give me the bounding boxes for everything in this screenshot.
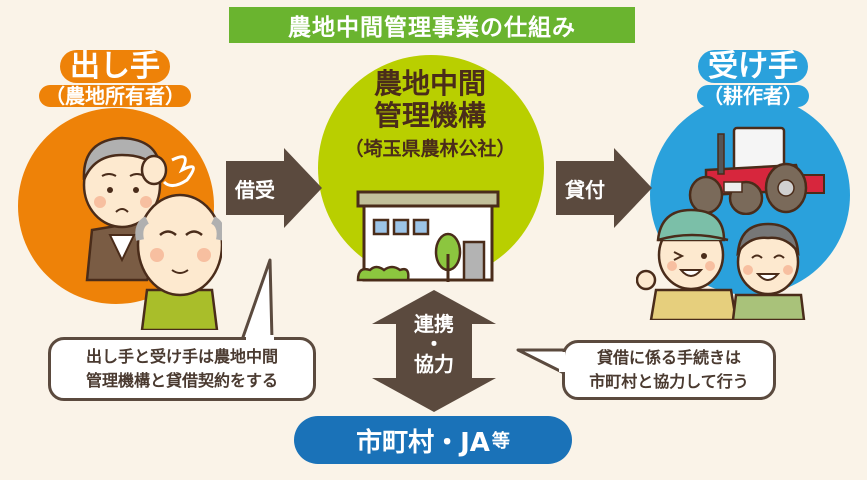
taker-title: 受け手: [698, 50, 808, 83]
lend-arrow: 借受: [226, 148, 322, 228]
left-bubble-tail: [240, 258, 280, 342]
right-bubble-tail: [516, 346, 568, 380]
elderly-farmers-icon: [52, 120, 222, 330]
organization-title-line1: 農地中間: [373, 67, 486, 100]
arrow-up-icon: [372, 290, 496, 324]
cooperation-dot: ・: [424, 332, 444, 356]
giver-title: 出し手: [60, 50, 170, 83]
organization-title-line2: 管理機構: [373, 99, 486, 132]
arrow-right-icon: [614, 148, 652, 228]
diagram-title: 農地中間管理事業の仕組み: [229, 7, 635, 43]
cooperation-arrow: 連携 ・ 協力: [372, 290, 496, 412]
municipal-suffix: 等: [491, 431, 510, 452]
giver-label: 出し手 （農地所有者）: [30, 50, 200, 107]
organization-label: 農地中間 管理機構 （埼玉県農林公社）: [330, 68, 530, 161]
giver-subtitle: （農地所有者）: [39, 85, 191, 107]
organization-subtitle: （埼玉県農林公社）: [344, 138, 516, 160]
right-bubble-line1: 貸借に係る手続きは: [596, 348, 741, 367]
tractor-icon: [686, 120, 826, 215]
taker-subtitle: （耕作者）: [697, 85, 809, 107]
left-speech-bubble: 出し手と受け手は農地中間 管理機構と貸借契約をする: [48, 337, 316, 401]
right-bubble-line2: 市町村と協力して行う: [589, 372, 749, 391]
lend-arrow-label: 借受: [226, 161, 284, 215]
arrow-down-icon: [372, 378, 496, 412]
left-bubble-line1: 出し手と受け手は農地中間: [85, 347, 278, 366]
taker-label: 受け手 （耕作者）: [673, 50, 833, 107]
cooperation-line1: 連携: [414, 312, 454, 336]
office-building-icon: [356, 190, 506, 282]
left-bubble-line2: 管理機構と貸借契約をする: [85, 371, 278, 390]
cooperation-label: 連携 ・ 協力: [372, 312, 496, 376]
rent-arrow: 貸付: [556, 148, 652, 228]
municipal-label: 市町村・JA: [356, 427, 490, 458]
arrow-right-icon: [284, 148, 322, 228]
cooperation-line2: 協力: [414, 352, 454, 376]
right-speech-bubble: 貸借に係る手続きは 市町村と協力して行う: [562, 340, 776, 400]
young-farmers-icon: [636, 200, 806, 320]
rent-arrow-label: 貸付: [556, 161, 614, 215]
